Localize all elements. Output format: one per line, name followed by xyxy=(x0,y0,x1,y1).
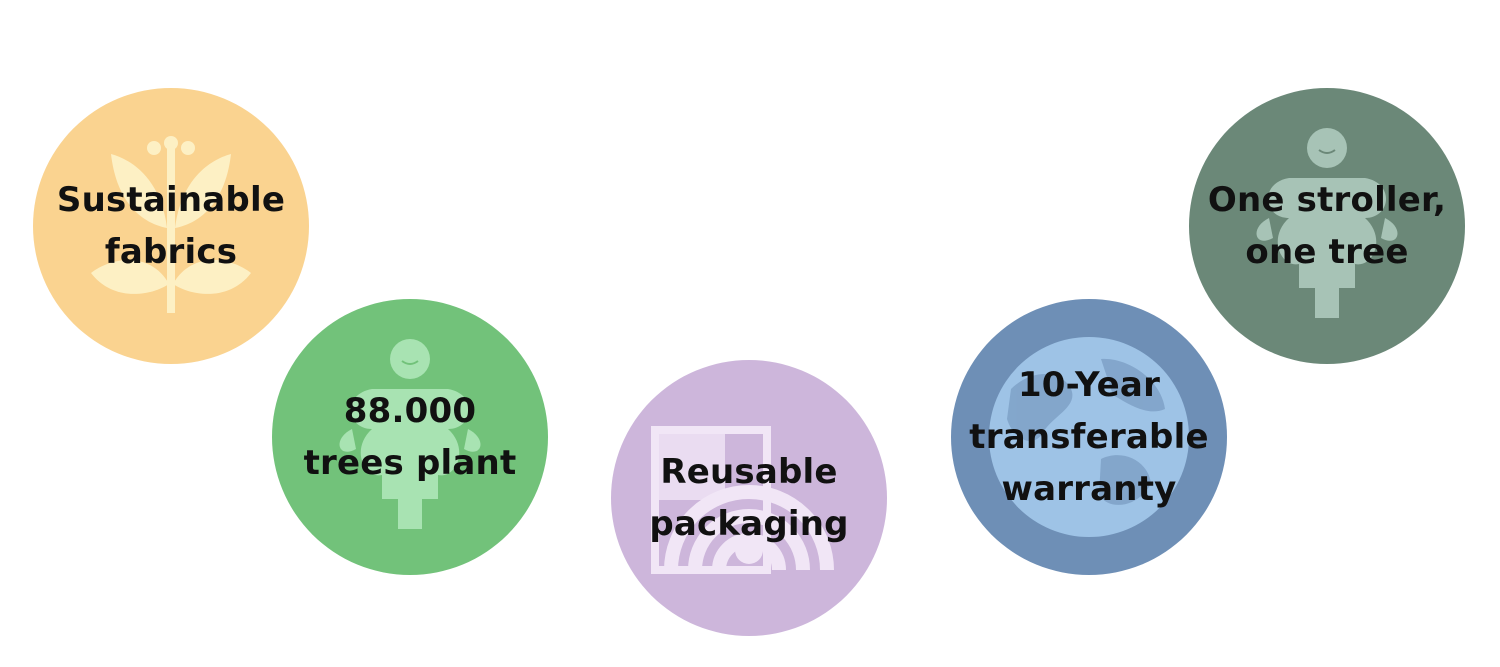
badge-label: 88.000 trees plant xyxy=(304,385,517,489)
badge-label-line: trees plant xyxy=(303,443,517,483)
badge-label-line: one tree xyxy=(1245,232,1409,272)
badge-one-stroller-one-tree: One stroller, one tree xyxy=(1189,88,1465,364)
tree-hug-figure-icon xyxy=(339,339,481,529)
badge-label-line: Sustainable xyxy=(56,180,286,220)
badge-label: 10-Year transferable warranty xyxy=(969,359,1208,515)
badge-label-line: Reusable xyxy=(660,452,838,492)
badge-label-line: transferable xyxy=(969,417,1209,457)
badge-label-line: 10-Year xyxy=(1017,365,1161,405)
badge-label: Reusable packaging xyxy=(649,446,848,550)
badge-label: Sustainable fabrics xyxy=(57,174,285,278)
globe-icon xyxy=(989,337,1189,537)
badge-trees-planted: 88.000 trees plant xyxy=(272,299,548,575)
badge-label-line: One stroller, xyxy=(1207,180,1447,220)
badge-reusable-packaging: Reusable packaging xyxy=(611,360,887,636)
tree-hug-figure-icon xyxy=(1256,128,1398,318)
badge-label-line: packaging xyxy=(649,504,849,544)
badge-label-line: 88.000 xyxy=(343,391,477,431)
flower-leaf-icon xyxy=(91,136,251,313)
badge-warranty: 10-Year transferable warranty xyxy=(951,299,1227,575)
rainbow-box-icon xyxy=(651,426,834,574)
badge-label: One stroller, one tree xyxy=(1208,174,1446,278)
badge-label-line: fabrics xyxy=(104,232,238,272)
badge-label-line: warranty xyxy=(1001,469,1177,509)
badge-sustainable-fabrics: Sustainable fabrics xyxy=(33,88,309,364)
